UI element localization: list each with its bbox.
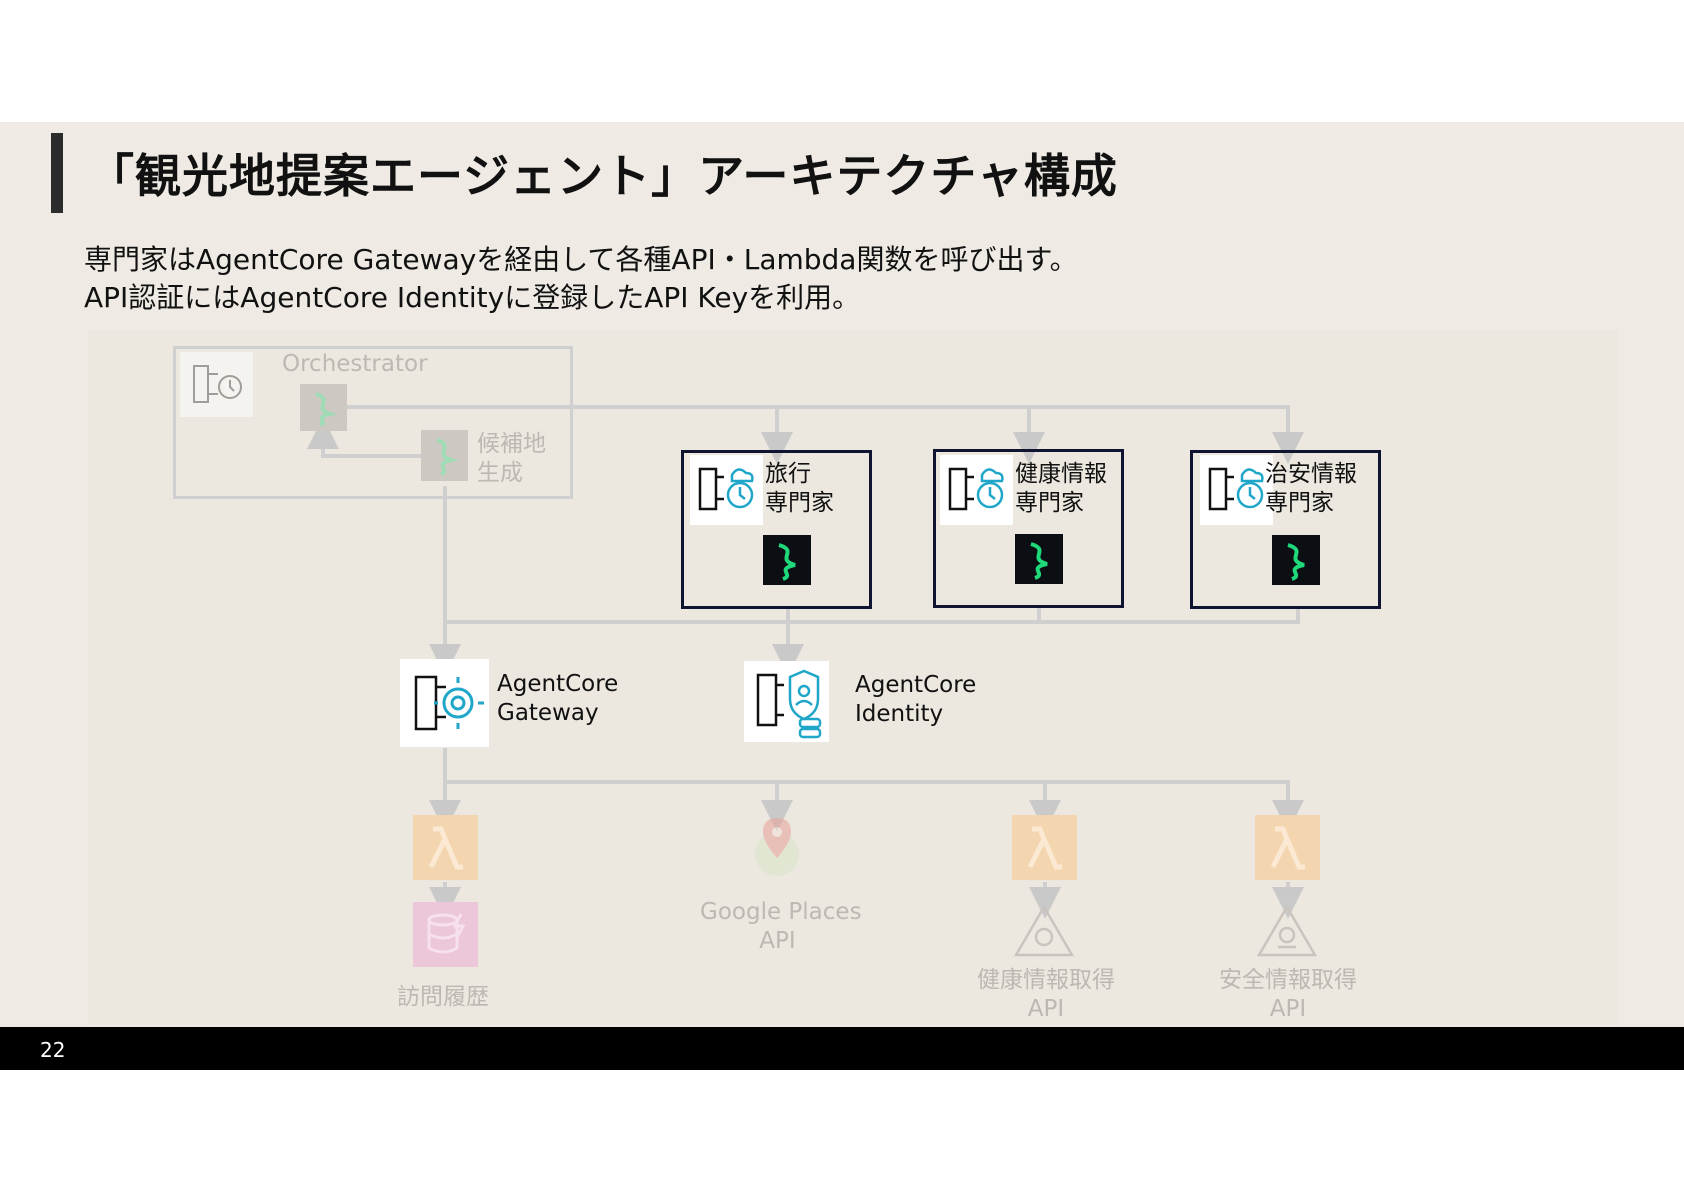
agentcore-identity-icon xyxy=(744,661,829,742)
orchestrator-label: Orchestrator xyxy=(282,351,428,377)
lambda-icon xyxy=(413,815,478,880)
diagram-background xyxy=(88,330,1618,1025)
title-accent-bar xyxy=(51,133,63,213)
candidate-generation-label: 候補地 生成 xyxy=(477,431,546,486)
strands-icon xyxy=(421,430,468,481)
health-expert-label: 健康情報 専門家 xyxy=(1015,461,1107,516)
lambda-icon xyxy=(1012,815,1077,880)
agentcore-identity-label: AgentCore Identity xyxy=(855,672,977,727)
lambda-icon xyxy=(1255,815,1320,880)
footer-bar xyxy=(0,1027,1684,1070)
google-places-label: Google Places API xyxy=(700,899,862,954)
map-pin-icon xyxy=(745,814,809,880)
database-icon xyxy=(413,902,478,967)
strands-icon xyxy=(300,384,347,431)
health-expert-box xyxy=(933,449,1124,608)
agent-brain-icon xyxy=(940,455,1013,525)
page-number: 22 xyxy=(40,1038,66,1062)
strands-icon xyxy=(763,535,811,585)
agent-brain-icon xyxy=(690,455,763,525)
safety-expert-box xyxy=(1190,450,1381,609)
agentcore-gateway-icon xyxy=(400,659,489,747)
page-title: 「観光地提案エージェント」アーキテクチャ構成 xyxy=(88,149,1118,203)
subtitle-line-2: API認証にはAgentCore Identityに登録したAPI Keyを利用… xyxy=(84,281,861,314)
agent-brain-icon xyxy=(1200,455,1273,525)
travel-expert-label: 旅行 専門家 xyxy=(765,461,834,516)
safety-expert-label: 治安情報 専門家 xyxy=(1265,461,1357,516)
agentcore-gateway-label: AgentCore Gateway xyxy=(497,671,619,726)
agent-brain-icon xyxy=(180,352,253,417)
skull-warning-icon xyxy=(1256,903,1319,960)
strands-icon xyxy=(1272,535,1320,585)
travel-expert-box xyxy=(681,450,872,609)
orchestrator-group xyxy=(173,346,573,499)
visit-history-label: 訪問履歴 xyxy=(397,984,489,1010)
strands-icon xyxy=(1015,534,1063,584)
health-api-label: 健康情報取得 API xyxy=(977,967,1115,1022)
safety-api-label: 安全情報取得 API xyxy=(1219,967,1357,1022)
biohazard-warning-icon xyxy=(1013,903,1076,960)
subtitle-line-1: 専門家はAgentCore Gatewayを経由して各種API・Lambda関数… xyxy=(84,243,1078,276)
